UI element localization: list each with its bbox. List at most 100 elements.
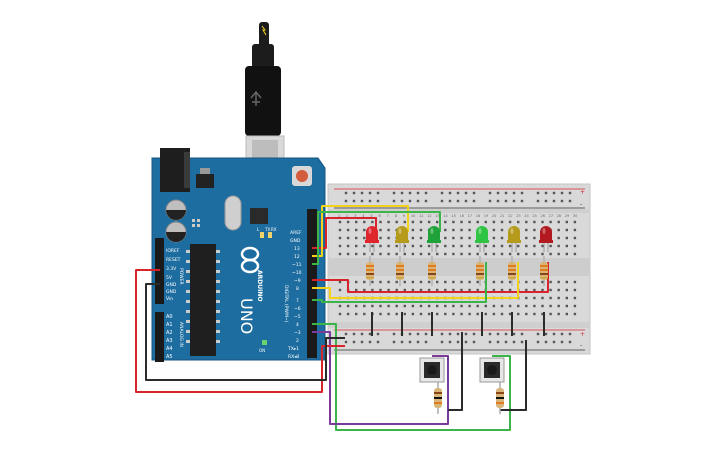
- led-yellow: [395, 226, 409, 252]
- label-rx: RX◂0: [288, 354, 299, 360]
- label-3v3: 3.3V: [166, 266, 177, 272]
- column-number: 6: [379, 214, 381, 218]
- label-digital: DIGITAL (PWM~): [283, 285, 289, 323]
- column-number: 29: [565, 214, 569, 218]
- label-led-rx: RX: [271, 227, 277, 232]
- column-number: 11: [419, 214, 423, 218]
- label-pin-7: 7: [296, 298, 299, 304]
- column-number: 12: [427, 214, 431, 218]
- leds: [365, 226, 553, 252]
- led-yellow: [507, 226, 521, 252]
- column-number: 18: [476, 214, 480, 218]
- arduino-board: IOREF RESET 3.3V 5V GND GND Vin POWER A0…: [151, 148, 326, 362]
- label-pin-3: ~3: [294, 330, 301, 336]
- label-on: ON: [259, 348, 265, 353]
- label-pin-5: ~5: [294, 314, 301, 320]
- led-red: [539, 226, 553, 252]
- rail-plus-bottom: +: [580, 331, 585, 338]
- board-logo-text: ARDUINO: [256, 270, 263, 301]
- column-number: 25: [532, 214, 536, 218]
- board-model: UNO: [237, 298, 256, 334]
- column-number: 21: [500, 214, 504, 218]
- label-pin-2: 2: [296, 338, 299, 344]
- label-a4: A4: [166, 346, 173, 352]
- resistor: [508, 256, 516, 286]
- column-number: 24: [524, 214, 529, 218]
- push-button-1[interactable]: [419, 357, 445, 383]
- wire-pin4-button: [312, 323, 511, 431]
- wire-button1-gnd: [448, 332, 463, 411]
- label-pin-11: ~11: [292, 262, 302, 268]
- column-number: 28: [557, 214, 561, 218]
- column-number: 14: [443, 214, 448, 218]
- label-reset: RESET: [166, 257, 181, 263]
- label-gnd2: GND: [166, 289, 177, 295]
- label-analog-in: ANALOG IN: [178, 322, 184, 347]
- label-a3: A3: [166, 338, 173, 344]
- resistor: [396, 256, 404, 286]
- column-number: 20: [492, 214, 496, 218]
- label-pin-8: 8: [296, 286, 299, 292]
- push-button-2[interactable]: [479, 357, 505, 383]
- column-number: 15: [451, 214, 455, 218]
- label-tx: TX▸1: [287, 346, 299, 352]
- label-pin-12: 12: [294, 254, 300, 260]
- label-led-l: L: [257, 227, 260, 232]
- jumpers: [371, 312, 545, 336]
- atmega-chip: [190, 244, 216, 356]
- label-pin-13: 13: [294, 246, 300, 252]
- label-pin-9: ~9: [294, 278, 301, 284]
- label-gnd-top: GND: [290, 238, 301, 244]
- column-number: 16: [460, 214, 464, 218]
- column-number: 4: [362, 214, 365, 218]
- label-pin-10: ~10: [292, 270, 302, 276]
- column-number: 2: [346, 214, 348, 218]
- column-number: 3: [354, 214, 356, 218]
- label-power: POWER: [178, 268, 184, 285]
- rail-plus-top: +: [580, 189, 585, 196]
- label-a0: A0: [166, 314, 173, 320]
- rail-minus-bottom: -: [580, 342, 582, 349]
- wires: [135, 205, 549, 431]
- wire-pin7-green-led: [312, 262, 487, 303]
- led-green: [475, 226, 489, 252]
- column-number: 1: [338, 214, 340, 218]
- resistor: [366, 256, 374, 286]
- rail-minus-top: -: [580, 201, 582, 208]
- led-green: [427, 226, 441, 252]
- label-vin: Vin: [166, 296, 173, 302]
- wire-pin8-yellow-led: [312, 262, 519, 299]
- column-number: 26: [541, 214, 545, 218]
- arduino-logo-icon: [240, 246, 260, 274]
- column-number: 10: [411, 214, 415, 218]
- wire-pin9-red-led: [312, 262, 549, 293]
- label-a2: A2: [166, 330, 173, 336]
- led-red: [365, 226, 379, 252]
- label-gnd1: GND: [166, 282, 177, 288]
- column-number: 5: [370, 214, 372, 218]
- label-led-tx: TX: [264, 227, 270, 232]
- button-resistor-2: [496, 382, 504, 414]
- wire-gnd: [145, 283, 345, 381]
- wire-pin3-button: [312, 331, 449, 425]
- led-resistors: [366, 256, 548, 286]
- resistor: [428, 256, 436, 286]
- label-a1: A1: [166, 322, 173, 328]
- label-aref: AREF: [290, 230, 302, 236]
- resistor: [476, 256, 484, 286]
- resistor: [540, 256, 548, 286]
- column-number: 9: [403, 214, 405, 218]
- wire-button2-gnd: [500, 340, 527, 411]
- label-pin-6: ~6: [294, 306, 301, 312]
- label-5v: 5V: [166, 275, 173, 281]
- column-number: 13: [435, 214, 439, 218]
- column-number: 17: [468, 214, 472, 218]
- column-number: 30: [573, 214, 577, 218]
- column-number: 22: [508, 214, 512, 218]
- wire-pin11-green-led: [312, 211, 441, 265]
- column-number: 19: [484, 214, 488, 218]
- column-number: 27: [549, 214, 553, 218]
- label-pin-4: 4: [296, 322, 299, 328]
